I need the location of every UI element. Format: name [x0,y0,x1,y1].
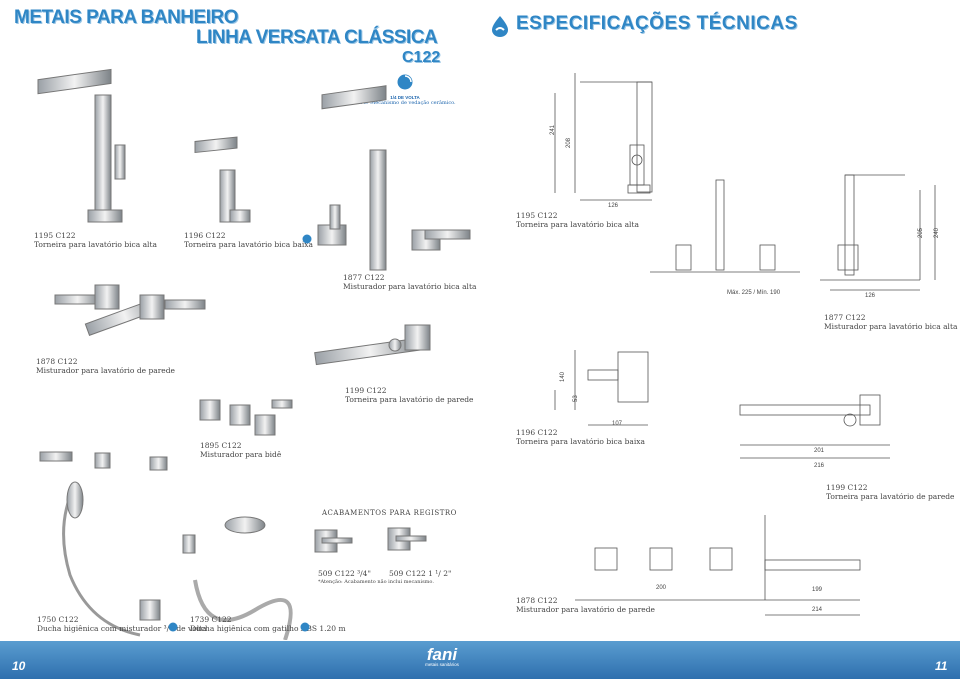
registro-note: *Atenção: Acabamento não inclui mecanism… [318,579,434,585]
dim-53: 53 [573,395,579,402]
dim-200: 200 [656,585,667,591]
wall-faucet-1199-photo [314,324,431,366]
footer-bar [0,641,960,679]
caption-right-1877: 1877 C122 Misturador para lavatório bica… [824,313,958,331]
product-photos [37,68,471,640]
water-drop-icon [492,16,508,37]
caption-1195: 1195 C122 Torneira para lavatório bica a… [34,231,157,249]
caption-1750: 1750 C122 Ducha higiênica com misturador… [37,615,207,633]
dim-140: 140 [560,371,566,382]
dim-214: 214 [812,607,823,613]
caption-right-1195: 1195 C122 Torneira para lavatório bica a… [516,211,639,229]
dim-208: 208 [566,137,572,148]
caption-right-1196: 1196 C122 Torneira para lavatório bica b… [516,428,645,446]
dim-240: 240 [934,227,940,238]
drawing-1877 [650,174,936,291]
bidet-1895-photo [39,399,293,471]
registro-item-3-4: 509 C122 ³/4" [318,569,371,578]
mixer-1877-photo [317,85,471,271]
dim-205: 205 [918,227,924,238]
brand-logo: fani metais sanitários [412,645,472,667]
faucet-1195-photo [37,68,126,223]
badge-line-2: MVC: Mecanismo de vedação cerâmico. [354,100,456,106]
quarter-turn-icon [300,622,310,632]
dim-201: 201 [814,448,825,454]
quarter-turn-icon [397,74,413,90]
dim-216: 216 [814,463,825,469]
registro-finish-photos [314,527,427,553]
caption-right-1199: 1199 C122 Torneira para lavatório de par… [826,483,955,501]
page-number-right: 11 [935,659,948,673]
drawing-1199 [739,394,890,459]
quarter-turn-icon [168,622,178,632]
drawing-1195 [554,73,653,201]
title-line-3: C122 [402,49,441,66]
dim-range: Máx. 225 / Mín. 190 [727,290,781,296]
badge-line-1: 1/4 DE VOLTA [390,95,420,100]
registro-title: ACABAMENTOS PARA REGISTRO [322,509,457,517]
caption-right-1878: 1878 C122 Misturador para lavatório de p… [516,596,655,614]
faucet-1196-photo [194,136,251,223]
shower-1750-photo [62,481,161,637]
brand-tagline: metais sanitários [425,662,459,667]
brand-name: fani [426,645,458,664]
drawing-1196 [554,350,649,426]
drawing-1878 [575,515,861,616]
title-line-2: LINHA VERSATA CLÁSSICA [196,27,438,48]
catalog-title: METAIS PARA BANHEIRO LINHA VERSATA CLÁSS… [14,8,440,68]
dim-107: 107 [612,421,623,427]
caption-1199: 1199 C122 Torneira para lavatório de par… [345,386,474,404]
ceramic-seal-badge: 1/4 DE VOLTA MVC: Mecanismo de vedação c… [330,73,480,106]
wall-mixer-1878-photo [54,284,206,336]
specs-title: ESPECIFICAÇÕES TÉCNICAS [516,13,798,34]
title-line-1: METAIS PARA BANHEIRO [14,7,238,28]
caption-1877: 1877 C122 Misturador para lavatório bica… [343,273,477,291]
quarter-turn-icon [302,234,312,244]
dim-126-a: 126 [608,203,619,209]
caption-1895: 1895 C122 Misturador para bidê [200,441,282,459]
shower-1739-photo [182,516,293,640]
dim-241: 241 [550,124,556,135]
registro-item-1-1-2: 509 C122 1 ¹/ 2" [389,569,452,578]
caption-1196: 1196 C122 Torneira para lavatório bica b… [184,231,313,249]
dim-126-b: 126 [865,293,876,299]
technical-drawings [554,73,936,616]
caption-1878: 1878 C122 Misturador para lavatório de p… [36,357,175,375]
caption-1739: 1739 C122 Ducha higiênica com gatilho AB… [190,615,346,633]
page-number-left: 10 [12,659,26,673]
dim-199: 199 [812,587,823,593]
